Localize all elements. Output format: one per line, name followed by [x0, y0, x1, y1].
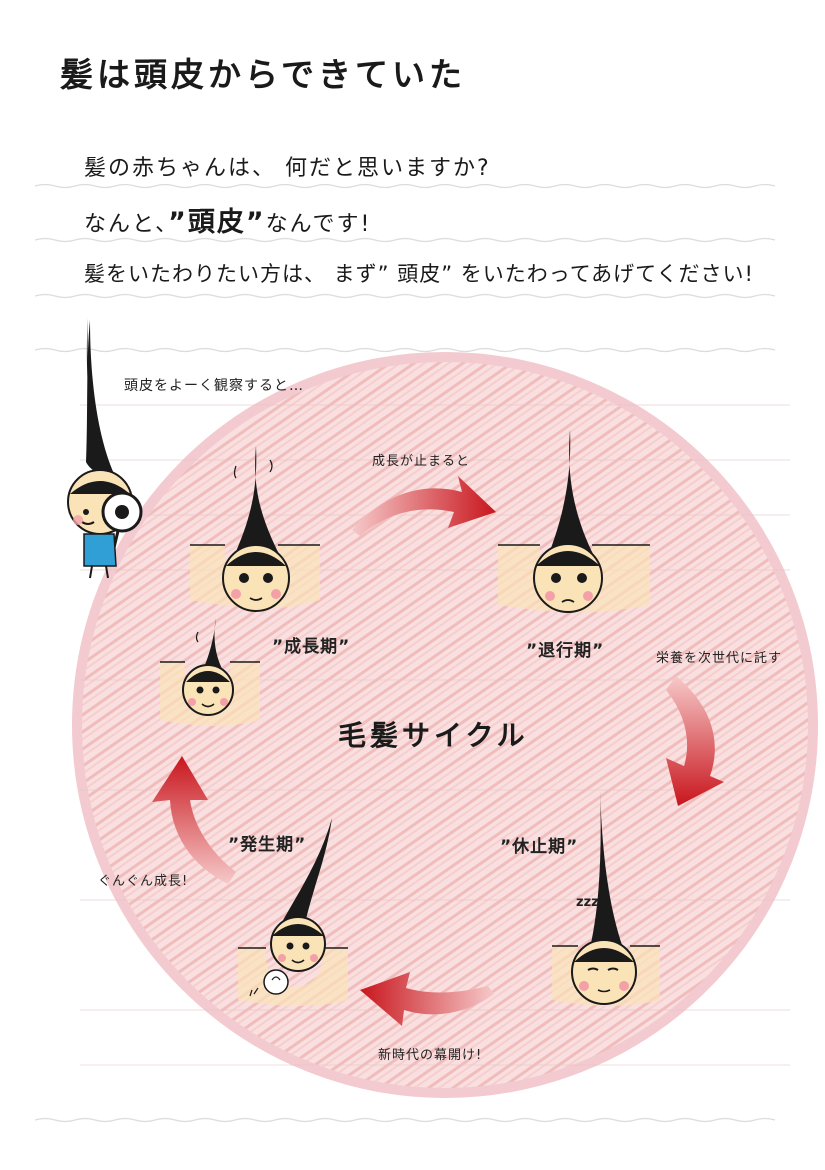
ruled-lines [34, 183, 776, 1123]
arrow-growth-to-regression [352, 476, 496, 536]
transition-rest-to-emergence: 新時代の幕開け! [378, 1048, 483, 1063]
follicle-rest-illustration [552, 790, 660, 1006]
arrow-rest-to-emergence [360, 972, 494, 1026]
sleep-mark: zzz [576, 895, 599, 910]
follicle-regression-illustration [498, 430, 650, 613]
follicle-emergence-illustration [238, 818, 348, 1006]
mascot-with-magnifier [67, 318, 143, 579]
follicle-growth-small-illustration [160, 618, 260, 726]
intro-line-1: 髪の赤ちゃんは、 何だと思いますか? [84, 156, 491, 181]
intro-line-2-prefix: なんと、 [84, 212, 169, 237]
intro-line-2: なんと、”頭皮”なんです! [84, 200, 371, 239]
arrow-regression-to-rest [666, 676, 724, 806]
phase-emergence-label: ”発生期” [228, 835, 307, 855]
phase-growth-label: ”成長期” [272, 637, 351, 657]
arrow-emergence-to-growth [152, 756, 236, 884]
phase-regression-label: ”退行期” [526, 641, 605, 661]
intro-line-2-suffix: なんです! [265, 212, 372, 237]
intro-line-2-emphasis: ”頭皮” [168, 207, 266, 238]
follicle-growth-illustration [190, 446, 320, 612]
phase-rest-label: ”休止期” [500, 837, 579, 857]
page-title: 髪は頭皮からできていた [60, 55, 467, 94]
transition-regression-to-rest: 栄養を次世代に託す [656, 651, 783, 666]
cycle-center-title: 毛髪サイクル [338, 719, 529, 752]
intro-line-3: 髪をいたわりたい方は、 まず” 頭皮” をいたわってあげてください! [84, 262, 754, 286]
transition-growth-to-regression: 成長が止まると [372, 454, 471, 469]
transition-emergence-to-growth: ぐんぐん成長! [98, 874, 189, 889]
observe-caption: 頭皮をよーく観察すると… [124, 378, 304, 394]
